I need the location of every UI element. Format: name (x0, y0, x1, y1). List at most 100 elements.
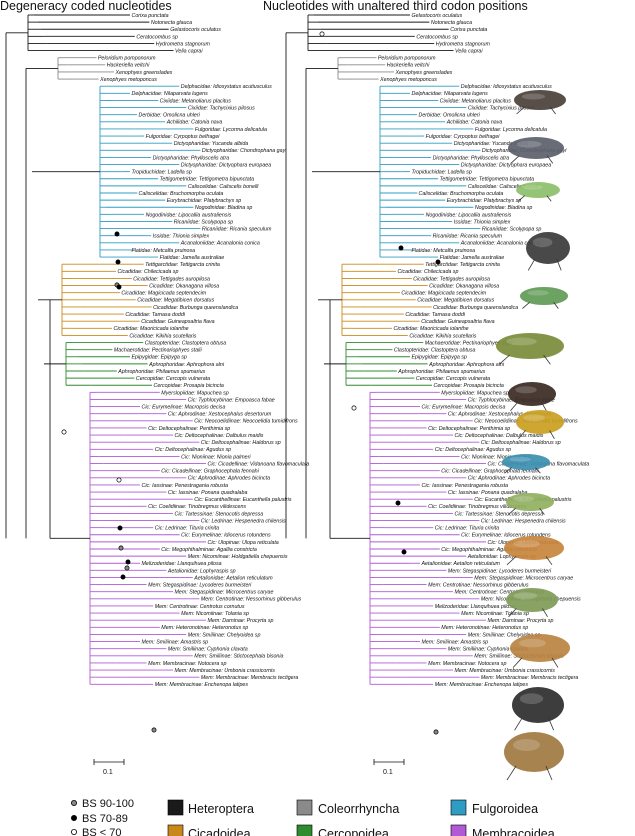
tip-label: Cercopidae: Cercopis vulnerata (136, 376, 210, 382)
right-panel-title: Nucleotides with unaltered third codon p… (263, 0, 528, 13)
tip-label: Cic: Deltocephalinae: Dalbulus maidis (455, 433, 544, 439)
tip-label: Cicadidae: Tamasa doddi (405, 312, 465, 318)
legend-swatch-membracoidea (450, 824, 467, 836)
tip-label: Cic: Aphrodinae: Xestocephalus desertoru… (448, 412, 552, 418)
tip-label: Ceratocombus sp (416, 34, 458, 40)
tip-label: Tettigarctidae: Tettigarcta crinita (145, 262, 220, 268)
tip-label: Cic: Deltocephalinae: Penthimia sp (428, 426, 510, 432)
iassinae-photo (504, 536, 564, 566)
tip-label: Cic: Aphrodinae: Xestocephalus desertoru… (168, 412, 272, 418)
bootstrap-node (435, 259, 441, 265)
tip-label: Aphrophoridae: Philaenus spumarius (117, 369, 205, 375)
tip-label: Cicadidae: Kikihia scutellaris (129, 333, 196, 339)
tip-label: Mem: Smiliinae: Amastris sp (142, 639, 209, 645)
bs-90-100-label: BS 90-100 (82, 798, 134, 810)
leafhopper-green-photo (506, 493, 554, 515)
bootstrap-node (401, 549, 407, 555)
tip-label: Mem: Membracinae: Enchenopa latipes (435, 682, 529, 688)
tip-label: Cic: Cicadellinae: Vidanoana flavomacula… (208, 461, 310, 467)
tip-label: Cicadidae: Magicicada septendecim (401, 291, 486, 297)
bootstrap-node (319, 31, 325, 37)
bootstrap-node (351, 405, 357, 411)
tip-label: Cic: Ledrinae: Tituria crinita (155, 526, 219, 532)
tip-label: Cicadidae: Kikihia scutellaris (409, 333, 476, 339)
delphacid-photo (514, 90, 566, 115)
tip-label: Delphacidae: Idiosystatus acutiusculus (461, 84, 552, 90)
tip-label: Mem: Membracinae: Umbonia crassicornis (455, 668, 556, 674)
tip-label: Derbidae: Omolicna uhleri (139, 113, 201, 119)
tip-label: Cixiidae: Tachycixius pilosus (468, 105, 535, 111)
tip-label: Hydrometra stagnorum (156, 41, 211, 47)
lantern-fly-photo (508, 137, 564, 164)
bootstrap-node (116, 284, 122, 290)
tip-label: Cic: Neocoelidiinae: Neocoelidia tumidif… (194, 419, 298, 425)
tip-label: Cic: Eurymelinae: Macropsis decisa (142, 405, 226, 411)
tip-label: Mem: Membracinae: Membracis tectigera (201, 675, 298, 681)
tip-label: Aetalionidae: Aetalion reticulatum (193, 575, 273, 581)
tip-label: Acanaloniidae: Acanalonia conica (460, 241, 540, 247)
tip-label: Gelastocoris oculatus (412, 13, 463, 19)
insect-photos (496, 90, 570, 781)
tip-label: Tropiduchidae: Ladella sp (412, 170, 472, 176)
tip-label: Eurybrachidae: Platybrachys sp (447, 198, 522, 204)
tip-label: Machaerotidae: Pectinariophyes stalii (425, 340, 514, 346)
tip-label: Xenophyes metoponcus (99, 77, 157, 83)
tip-label: Aphrophoridae: Aphrophora alni (428, 362, 505, 368)
heteronotus-photo (512, 687, 564, 731)
tip-label: Cic: Megophthalminae: Agallia constricta (441, 547, 537, 553)
tip-label: Cic: Tartessinae: Stenocotis depressa (175, 511, 264, 517)
tip-label: Cic: Typhlocybinae: Empoasca fabae (468, 397, 555, 403)
green-planthopper-photo (516, 182, 560, 202)
tip-label: Mem: Centrotinae: Nessorhinus gibberulus (428, 583, 529, 589)
bs-lt-70-label: BS < 70 (82, 827, 121, 836)
tip-label: Fulgoridae: Lycorma delicatula (475, 127, 547, 133)
tip-label: Cicadidae: Tettigades auropilosa (133, 276, 210, 282)
tip-label: Hydrometra stagnorum (436, 41, 491, 47)
tip-label: Mem: Centrotinae: Centrotus cornutus (455, 590, 545, 596)
tip-label: Ricaniidae: Ricania speculum (433, 234, 503, 240)
tip-label: Fulgoridae: Cyrpoptus belfragei (426, 134, 501, 140)
tip-label: Cixiidae: Melanoliarus placitus (160, 98, 232, 104)
tip-label: Mem: Nicomiinae: Tolania sp (181, 611, 249, 617)
bootstrap-node (151, 727, 157, 733)
tip-label: Delphacidae: Idiosystatus acutiusculus (181, 84, 272, 90)
tip-label: Velia caprai (455, 49, 483, 55)
tip-label: Cicadidae: Guineapsaltria flava (141, 319, 214, 325)
tip-label: Cic: Eurymelinae: Idiocerus rotundens (461, 533, 551, 539)
tip-label: Cixiidae: Tachycixius pilosus (188, 105, 255, 111)
tip-label: Cicadidae: Maoricicada iolanthe (114, 326, 189, 332)
tip-label: Cic: Tartessinae: Stenocotis depressa (455, 511, 544, 517)
tip-label: Cic: Iassinae: Ponana quadralaba (448, 490, 528, 496)
tip-label: Dictyopharidae: Phylloscelis atra (153, 155, 230, 161)
bootstrap-node (433, 729, 439, 735)
tip-label: Flatidae: Metcalfa pruinosa (132, 248, 196, 254)
tip-label: Delphacidae: Nilaparvata lugens (132, 91, 209, 97)
tip-label: Mem: Stegaspidinae: Microcentrus caryae (175, 590, 274, 596)
tip-label: Cic: Aphrodinae: Aphrodes bicincta (468, 476, 550, 482)
bootstrap-node (115, 259, 121, 265)
tip-label: Cic: Deltocephalinae: Penthimia sp (148, 426, 230, 432)
tip-label: Cic: Coelidiinae: Tinobregmus vilidescen… (148, 504, 246, 510)
tip-label: Cixiidae: Melanoliarus placitus (440, 98, 512, 104)
tip-label: Mem: Membracinae: Umbonia crassicornis (175, 668, 276, 674)
bootstrap-node (125, 559, 131, 565)
legend-label-cicadoidea: Cicadoidea (188, 827, 251, 836)
tip-label: Peloridium pomponorum (378, 56, 436, 62)
tip-label: Cic: Megophthalminae: Agallia constricta (161, 547, 257, 553)
tip-label: Cic: Deltocephalinae: Dalbulus maidis (175, 433, 264, 439)
tip-label: Cic: Typhlocybinae: Empoasca fabae (188, 397, 275, 403)
tip-label: Ricaniidae: Ricania speculum (202, 227, 272, 233)
tip-label: Cicadidae: Okanagana villosa (149, 283, 219, 289)
tip-label: Mem: Smiliinae: Chelyoidea sp (468, 632, 541, 638)
tip-label: Cic: Ledrinae: Hespenedra chilensis (481, 518, 566, 524)
bootstrap-legend: BS 90-100 BS 70-89 BS < 70 (71, 798, 134, 836)
aetalionid-photo (510, 634, 570, 668)
tip-label: Cic: Deltocephalinae: Haldorus sp (481, 440, 561, 446)
bootstrap-node (118, 545, 124, 551)
tip-label: Cic: Eucanthellinae: Eucanthella palustr… (194, 497, 292, 503)
bootstrap-node (116, 477, 122, 483)
tip-label: Cicadidae: Chilecicada sp (117, 269, 178, 275)
tip-label: Ricaniidae: Scolypopa sp (174, 219, 234, 225)
